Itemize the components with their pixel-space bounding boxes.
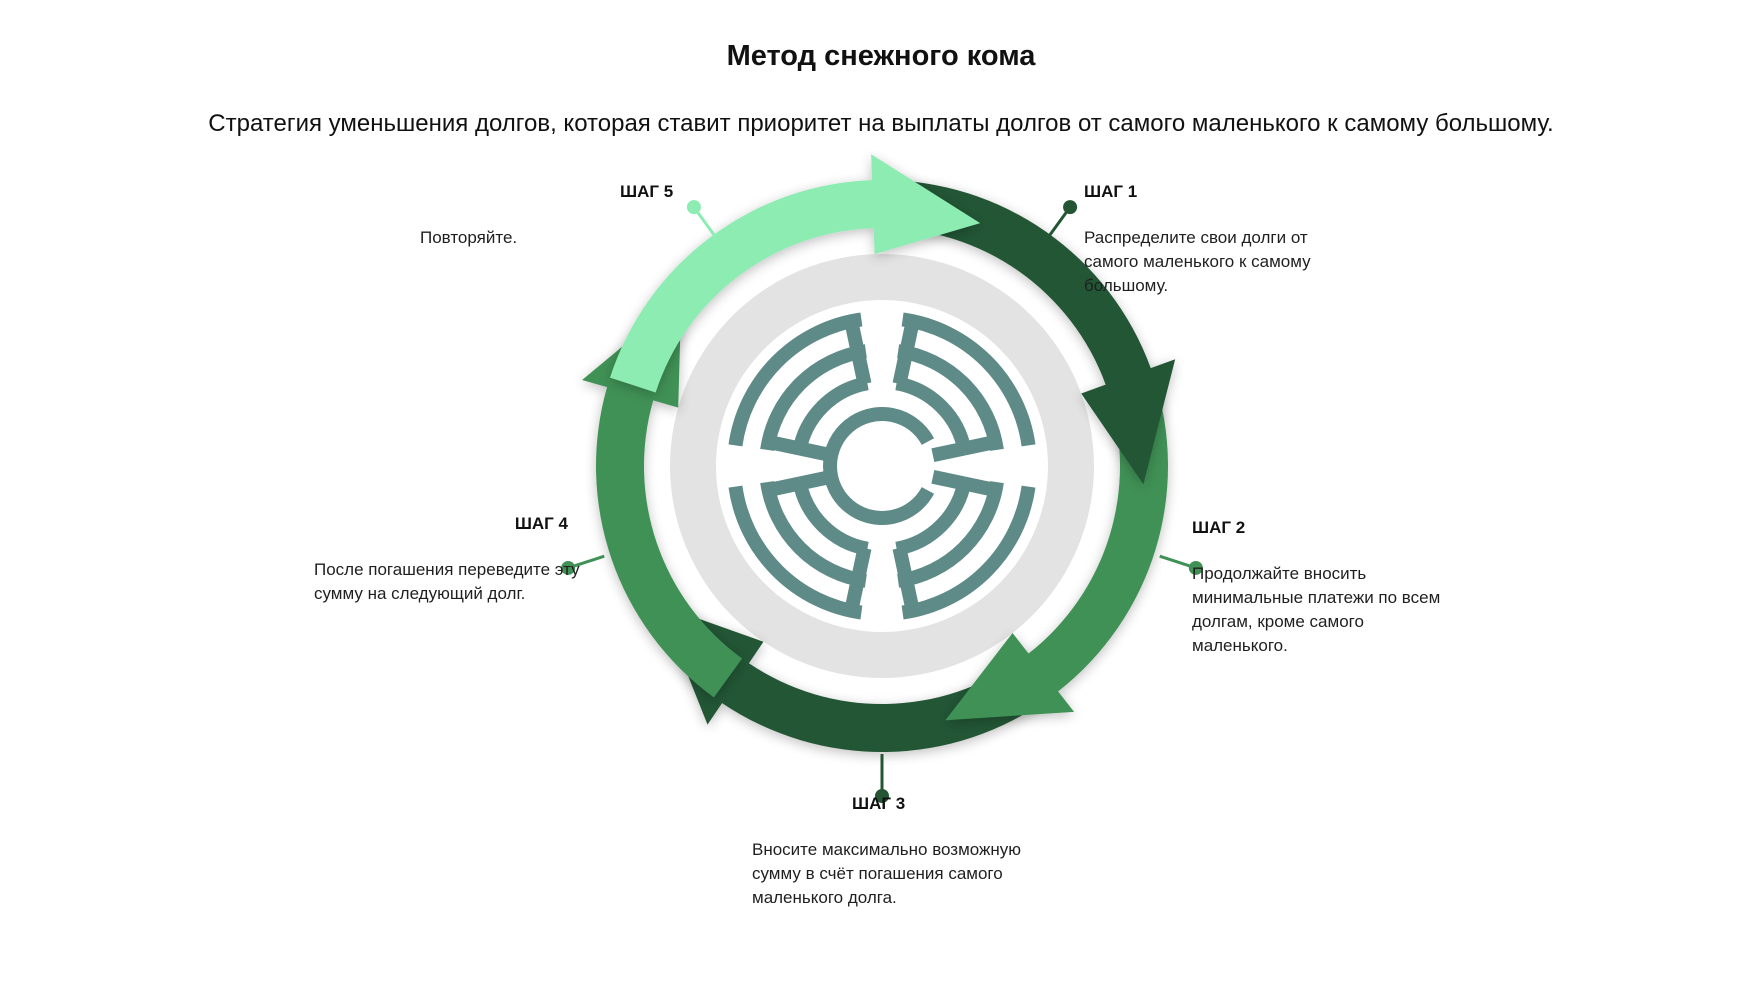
maze-wall xyxy=(792,376,869,453)
page-title: Метод снежного кома xyxy=(726,40,1036,72)
maze-wall xyxy=(798,469,833,491)
maze-wall xyxy=(728,312,863,447)
maze-wall xyxy=(851,351,872,386)
maze-background xyxy=(716,300,1048,632)
step-3-heading: ШАГ 3 xyxy=(852,794,906,813)
maze-icon xyxy=(728,312,1036,620)
maze-wall xyxy=(931,441,966,463)
maze-wall xyxy=(899,319,920,354)
maze-wall xyxy=(892,546,913,581)
maze-wall xyxy=(851,546,872,581)
step-3: ШАГ 3 Вносите максимально возможную сумм… xyxy=(752,792,1022,910)
maze-wall xyxy=(728,485,863,620)
maze-wall xyxy=(844,578,865,613)
maze-wall xyxy=(962,435,997,456)
maze-wall xyxy=(895,376,972,453)
step-1: ШАГ 1 Распределите свои долги от самого … xyxy=(1084,180,1354,298)
step-1-text: Распределите свои долги от самого малень… xyxy=(1084,228,1311,295)
cycle-arrow-step-2 xyxy=(945,377,1168,721)
cycle-arrow-step-5 xyxy=(609,154,981,393)
maze-wall xyxy=(901,485,1036,620)
maze-wall xyxy=(798,441,833,463)
connector-dot-step-5 xyxy=(686,200,701,215)
maze-wall xyxy=(767,476,802,497)
connector-dot-step-4 xyxy=(561,560,576,575)
step-1-heading: ШАГ 1 xyxy=(1084,182,1138,201)
step-5-heading: ШАГ 5 xyxy=(620,182,674,201)
maze-wall xyxy=(897,344,1004,451)
step-5: ШАГ 5 Повторяйте. xyxy=(420,180,680,250)
maze-wall xyxy=(901,312,1036,447)
step-4: ШАГ 4 После погашения переведите эту сум… xyxy=(314,512,584,606)
step-2-heading: ШАГ 2 xyxy=(1192,518,1246,537)
connector-dot-step-2 xyxy=(1188,560,1203,575)
maze-wall xyxy=(844,319,865,354)
connector-dot-step-3 xyxy=(875,789,889,803)
maze-wall xyxy=(792,479,869,556)
step-3-text: Вносите максимально возможную сумму в сч… xyxy=(752,840,1022,907)
maze-wall xyxy=(895,479,972,556)
maze-wall xyxy=(767,435,802,456)
maze-wall xyxy=(931,469,966,491)
maze-wall xyxy=(760,481,867,588)
maze-wall xyxy=(760,344,867,451)
page-subtitle: Стратегия уменьшения долгов, которая ста… xyxy=(208,110,1554,137)
maze-wall xyxy=(897,481,1004,588)
step-5-text: Повторяйте. xyxy=(420,228,518,247)
maze-wall xyxy=(892,351,913,386)
step-4-heading: ШАГ 4 xyxy=(514,514,568,533)
step-2: ШАГ 2 Продолжайте вносить минимальные пл… xyxy=(1192,516,1462,658)
maze-wall xyxy=(823,407,935,525)
maze-wall xyxy=(962,476,997,497)
maze-wall xyxy=(899,578,920,613)
step-4-text: После погашения переведите эту сумму на … xyxy=(314,560,580,603)
cycle-arrow-step-1 xyxy=(882,180,1176,485)
step-2-text: Продолжайте вносить минимальные платежи … xyxy=(1192,564,1441,655)
connector-dot-step-1 xyxy=(1063,200,1078,215)
cycle-arrow-step-4 xyxy=(582,297,743,698)
